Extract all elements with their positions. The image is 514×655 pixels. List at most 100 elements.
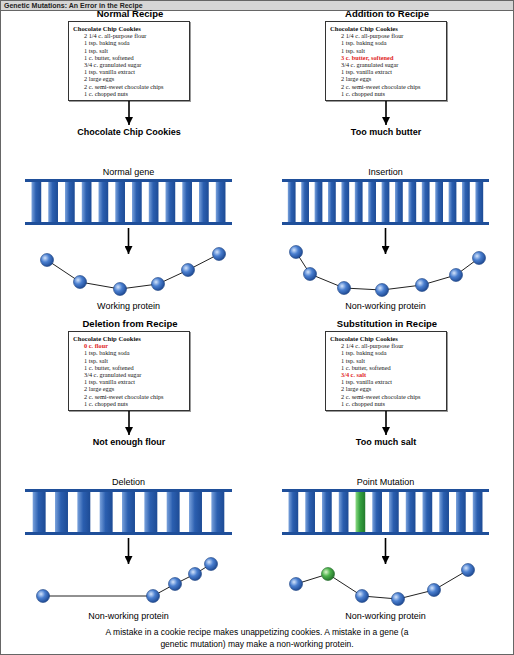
- base-pair: [48, 182, 58, 222]
- recipe-item: 1 tsp. vanilla extract: [73, 68, 185, 75]
- amino-acid: [152, 278, 165, 291]
- recipe-title: Chocolate Chip Cookies: [73, 335, 185, 342]
- recipe-item: 3/4 c. granulated sugar: [73, 371, 185, 378]
- base-pair: [473, 492, 483, 532]
- dna-backbone: [282, 179, 489, 182]
- recipe-item: 1 tsp. salt: [330, 357, 442, 364]
- base-pair: [33, 492, 46, 532]
- flow-arrow: [385, 228, 387, 254]
- recipe-item: 2 c. semi-sweet chocolate chips: [73, 393, 185, 400]
- protein-label: Non-working protein: [25, 610, 232, 622]
- recipe-item: 1 tsp. salt: [330, 47, 442, 54]
- amino-acid: [450, 269, 463, 282]
- result-text: Chocolate Chip Cookies: [29, 125, 229, 139]
- base-pair: [339, 492, 349, 532]
- flow-arrow: [385, 101, 387, 125]
- base-pair: [422, 182, 430, 222]
- flow-arrow: [128, 411, 130, 435]
- base-pair: [341, 182, 349, 222]
- flow-arrow: [128, 228, 130, 254]
- base-pair: [132, 182, 142, 222]
- recipe-item: 1 tsp. salt: [73, 357, 185, 364]
- amino-acid: [147, 590, 160, 603]
- amino-acid: [462, 564, 475, 577]
- recipe-item: 1 tsp. vanilla extract: [330, 68, 442, 75]
- dna-strand: [25, 488, 232, 536]
- recipe-box: Addition to RecipeChocolate Chip Cookies…: [325, 21, 447, 101]
- base-pair: [408, 182, 416, 222]
- recipe-item: 3/4 c. salt: [330, 371, 442, 378]
- mutated-base-pair: [356, 492, 366, 532]
- base-pair: [462, 182, 470, 222]
- recipe-item: 2 c. semi-sweet chocolate chips: [73, 83, 185, 90]
- result-box: Too much butter: [286, 125, 486, 139]
- recipe-item: 1 c. chopped nuts: [330, 90, 442, 97]
- recipe-item: 1 tsp. baking soda: [330, 39, 442, 46]
- recipe-item: 0 c. flour: [73, 342, 185, 349]
- panel-heading: Addition to Recipe: [266, 8, 508, 19]
- base-pair: [211, 492, 224, 532]
- base-pair: [216, 182, 226, 222]
- protein-label: Working protein: [25, 300, 232, 312]
- gene-box: Insertion: [282, 166, 489, 228]
- base-pair: [189, 492, 202, 532]
- recipe-item: 3/4 c. granulated sugar: [73, 61, 185, 68]
- peptide-link: [43, 564, 211, 596]
- gene-label: Point Mutation: [282, 476, 489, 488]
- base-pair: [395, 182, 403, 222]
- flow-arrow: [128, 101, 130, 125]
- result-text: Not enough flour: [29, 435, 229, 449]
- base-pair: [167, 492, 180, 532]
- recipe-item: 1 tsp. salt: [73, 47, 185, 54]
- gene-box: Deletion: [25, 476, 232, 538]
- base-pair: [199, 182, 209, 222]
- dna-backbone: [282, 222, 489, 225]
- amino-acid: [290, 578, 303, 591]
- amino-acid: [338, 282, 351, 295]
- recipe-item: 2 1/4 c. all-purpose flour: [330, 342, 442, 349]
- recipe-title: Chocolate Chip Cookies: [73, 25, 185, 32]
- base-pair: [368, 182, 376, 222]
- amino-acid: [189, 568, 202, 581]
- recipe-box: Deletion from RecipeChocolate Chip Cooki…: [68, 331, 190, 411]
- flow-arrow: [385, 411, 387, 435]
- flow-arrow: [128, 538, 130, 564]
- dna-backbone: [25, 489, 232, 492]
- recipe-item: 2 large eggs: [73, 385, 185, 392]
- amino-acid: [376, 284, 389, 297]
- recipe-title: Chocolate Chip Cookies: [330, 335, 442, 342]
- amino-acid: [392, 593, 405, 606]
- base-pair: [322, 492, 332, 532]
- gene-label: Insertion: [282, 166, 489, 178]
- dna-backbone: [25, 532, 232, 535]
- amino-acid: [428, 584, 441, 597]
- recipe-item: 1 c. chopped nuts: [73, 90, 185, 97]
- base-pair: [32, 182, 42, 222]
- amino-acid: [169, 578, 182, 591]
- dna-backbone: [282, 489, 489, 492]
- recipe-item: 1 tsp. baking soda: [73, 39, 185, 46]
- amino-acid: [37, 590, 50, 603]
- amino-acid: [416, 279, 429, 292]
- base-pair: [115, 182, 125, 222]
- dna-backbone: [25, 222, 232, 225]
- amino-acid: [205, 558, 218, 571]
- recipe-item: 2 c. semi-sweet chocolate chips: [330, 393, 442, 400]
- base-pair: [77, 492, 90, 532]
- recipe-item: 1 c. butter, softened: [73, 364, 185, 371]
- recipe-item: 2 large eggs: [330, 75, 442, 82]
- recipe-item: 1 tsp. baking soda: [330, 349, 442, 356]
- protein-label: Non-working protein: [282, 610, 489, 622]
- protein-box: Non-working protein: [25, 564, 232, 622]
- base-pair: [406, 492, 416, 532]
- base-pair: [423, 492, 433, 532]
- recipe-item: 1 c. chopped nuts: [330, 400, 442, 407]
- recipe-item: 2 large eggs: [73, 75, 185, 82]
- base-pair: [372, 492, 382, 532]
- result-box: Too much salt: [286, 435, 486, 449]
- base-pair: [449, 182, 457, 222]
- base-pair: [389, 492, 399, 532]
- gene-box: Point Mutation: [282, 476, 489, 538]
- result-text: Too much salt: [286, 435, 486, 449]
- changed-amino-acid: [322, 568, 335, 581]
